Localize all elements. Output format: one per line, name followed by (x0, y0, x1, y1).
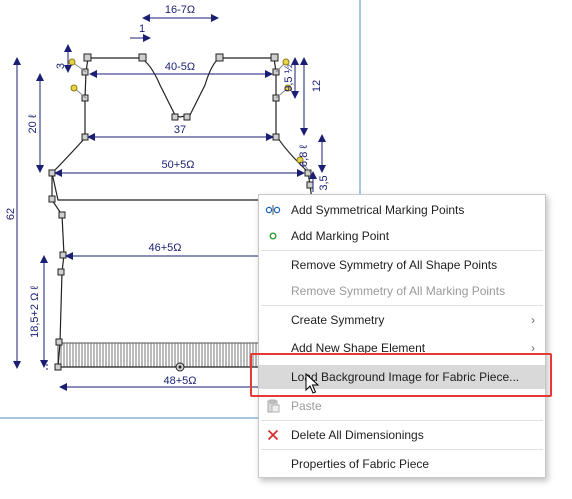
menu-item-label: Add Symmetrical Marking Points (291, 203, 465, 217)
menu-item-label: Create Symmetry (291, 313, 385, 327)
dim-label-right-d[interactable]: 3,5 (318, 175, 330, 190)
menu-item-add-marking-point[interactable]: Add Marking Point (259, 224, 545, 248)
menu-item-remove-symmetry-shape-points[interactable]: Remove Symmetry of All Shape Points (259, 253, 545, 277)
menu-separator (261, 250, 543, 251)
menu-item-paste[interactable]: Paste (259, 394, 545, 418)
menu-item-create-symmetry[interactable]: Create Symmetry › (259, 308, 545, 332)
dim-label-hem-width[interactable]: 48+5Ω (164, 375, 197, 387)
dim-label-total-height[interactable]: 62 (5, 208, 17, 220)
dim-label-lower-left[interactable]: 18,5+2 Ω ℓ (29, 286, 41, 338)
menu-item-add-new-shape-element[interactable]: Add New Shape Element › (259, 336, 545, 360)
menu-item-label: Remove Symmetry of All Shape Points (291, 258, 498, 272)
context-menu: Add Symmetrical Marking Points Add Marki… (258, 194, 546, 478)
paste-icon (265, 398, 281, 414)
menu-item-label: Add New Shape Element (291, 341, 426, 355)
dim-label-top-offset[interactable]: 16-7Ω (165, 4, 195, 16)
menu-item-label: Load Background Image for Fabric Piece..… (291, 370, 520, 384)
menu-item-label: Remove Symmetry of All Marking Points (291, 284, 506, 298)
marking-point-icon (265, 228, 281, 244)
dim-label-left-small[interactable]: 3 (55, 63, 67, 69)
menu-item-add-symmetrical-marking-points[interactable]: Add Symmetrical Marking Points (259, 198, 545, 222)
submenu-arrow-icon: › (531, 313, 535, 327)
menu-item-label: Delete All Dimensionings (291, 428, 424, 442)
menu-item-label: Properties of Fabric Piece (291, 457, 430, 471)
mouse-cursor-icon (305, 373, 319, 394)
menu-item-label: Add Marking Point (291, 229, 390, 243)
dim-label-neck-width[interactable]: 40-5Ω (165, 61, 195, 73)
menu-item-label: Paste (291, 399, 322, 413)
menu-separator (261, 449, 543, 450)
shape-points[interactable] (48, 53, 314, 371)
highlight-box (250, 353, 552, 397)
dim-label-right-b[interactable]: 12 (311, 80, 323, 92)
dim-label-left-mid[interactable]: 20 ℓ (27, 114, 39, 133)
menu-separator (261, 305, 543, 306)
menu-item-properties-of-fabric-piece[interactable]: Properties of Fabric Piece (259, 452, 545, 476)
dim-label-right-c[interactable]: 6,8 ℓ (298, 145, 310, 167)
dim-label-waist-width[interactable]: 46+5Ω (149, 242, 182, 254)
dim-label-inner-width[interactable]: 37 (174, 124, 186, 136)
submenu-arrow-icon: › (531, 341, 535, 355)
symmetric-points-icon (265, 202, 281, 218)
hem-marking-point[interactable] (175, 362, 185, 372)
dim-label-right-a[interactable]: 9,5 ½ (283, 64, 295, 92)
menu-separator (261, 420, 543, 421)
menu-item-delete-all-dimensionings[interactable]: Delete All Dimensionings (259, 423, 545, 447)
menu-item-remove-symmetry-marking-points[interactable]: Remove Symmetry of All Marking Points (259, 279, 545, 303)
dim-label-top-small[interactable]: 1 (139, 23, 145, 35)
dim-label-chest-width[interactable]: 50+5Ω (162, 159, 195, 171)
delete-x-icon (265, 427, 281, 443)
